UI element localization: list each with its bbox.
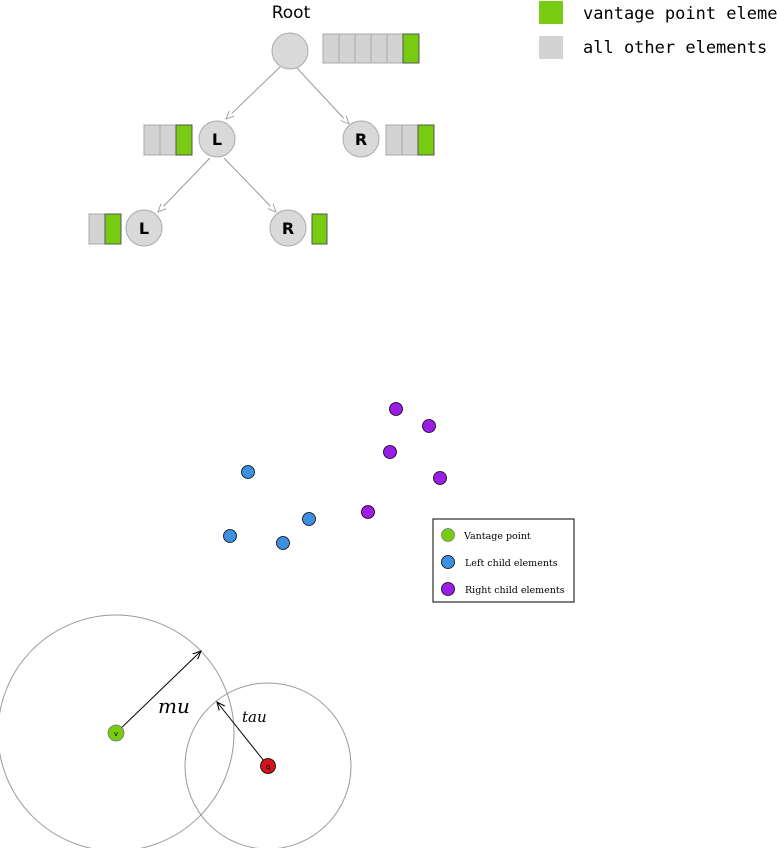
tau-label: tau: [242, 708, 267, 726]
tree-node-left-right: R: [269, 209, 328, 247]
right-child-point: [422, 419, 436, 433]
mu-radius-arrow: [115, 651, 201, 734]
tree-node-right: R: [342, 120, 435, 158]
legend-vantage-label: Vantage point: [463, 531, 531, 542]
array-cell-other: [338, 33, 356, 64]
array-cell-other: [401, 124, 419, 156]
mu-label: mu: [158, 694, 190, 718]
search-radius-diagram: v q mu tau: [0, 614, 352, 848]
array-cell-vantage: [402, 33, 420, 64]
legend-right-label: Right child elements: [465, 585, 565, 596]
array-cell-other: [143, 124, 161, 156]
legend-label-vantage: vantage point element: [583, 4, 777, 24]
left-node-circle: [198, 120, 236, 158]
root-node-circle: [271, 32, 309, 70]
root-label: Root: [272, 3, 311, 23]
left-child-point: [241, 465, 255, 479]
left-element-array: [143, 124, 193, 156]
array-cell-other: [322, 33, 340, 64]
tree-node-root: Root: [271, 3, 420, 70]
left-left-node-circle: [125, 209, 163, 247]
right-child-point: [389, 402, 403, 416]
query-point-marker-label: q: [266, 763, 270, 771]
left-child-point: [302, 512, 316, 526]
legend-left-label: Left child elements: [465, 558, 558, 569]
query-point-marker: [260, 758, 276, 774]
edge-root-left: [226, 66, 281, 119]
edge-left-left: [158, 157, 211, 212]
right-node-circle: [342, 120, 380, 158]
left-right-element-array: [311, 213, 328, 245]
points-legend: Vantage point Left child elements Right …: [432, 518, 575, 603]
left-right-node-label: R: [282, 219, 294, 238]
right-child-point: [383, 445, 397, 459]
array-cell-other: [385, 124, 403, 156]
legend-right-dot: [441, 582, 455, 596]
edge-root-right: [295, 66, 349, 124]
legend-vantage-dot: [441, 528, 455, 542]
array-cell-other: [159, 124, 177, 156]
legend-swatch-vantage: [539, 1, 563, 24]
tree-legend: vantage point element all other elements: [539, 1, 777, 59]
right-child-point: [361, 505, 375, 519]
array-cell-vantage: [175, 124, 193, 156]
left-left-element-array: [88, 213, 122, 245]
legend-swatch-other: [539, 36, 563, 59]
array-cell-other: [386, 33, 404, 64]
mu-circle: [0, 614, 235, 848]
array-cell-vantage: [311, 213, 328, 245]
array-cell-vantage: [104, 213, 122, 245]
right-element-array: [385, 124, 435, 156]
right-child-point: [433, 471, 447, 485]
array-cell-other: [354, 33, 372, 64]
vantage-point-marker-label: v: [114, 730, 118, 738]
left-left-node-label: L: [139, 219, 149, 238]
tree-node-left: L: [143, 120, 236, 158]
tree-node-left-left: L: [88, 209, 163, 247]
tau-circle: [184, 682, 352, 848]
edge-left-right: [223, 157, 276, 212]
point-scatter: [223, 402, 447, 550]
left-child-point: [276, 536, 290, 550]
points-legend-box: [432, 518, 575, 603]
tau-radius-arrow: [217, 702, 269, 767]
vantage-point-marker: [107, 724, 125, 742]
array-cell-other: [370, 33, 388, 64]
legend-left-dot: [441, 555, 455, 569]
root-element-array: [322, 33, 420, 64]
left-child-point: [223, 529, 237, 543]
tree-diagram: Root L R: [88, 3, 435, 247]
array-cell-other: [88, 213, 106, 245]
left-right-node-circle: [269, 209, 307, 247]
array-cell-vantage: [417, 124, 435, 156]
legend-label-other: all other elements: [583, 38, 767, 58]
left-node-label: L: [212, 130, 222, 149]
right-node-label: R: [355, 130, 367, 149]
